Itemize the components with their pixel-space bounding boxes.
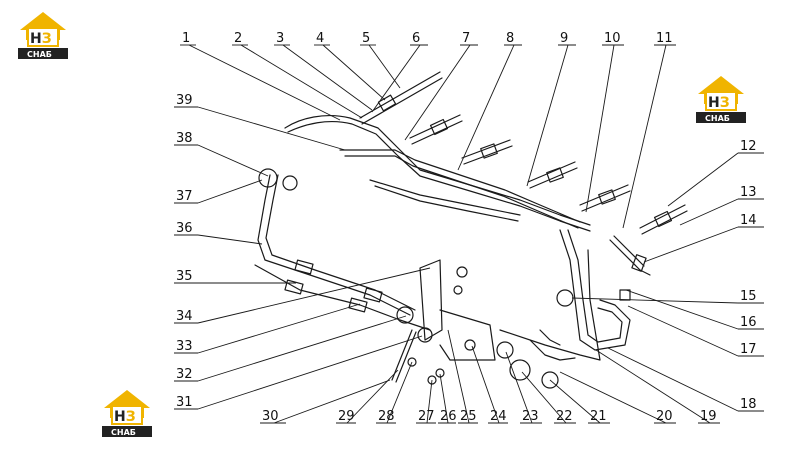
callout-32: 32: [176, 367, 193, 382]
callout-37: 37: [176, 189, 193, 204]
callout-2: 2: [234, 31, 242, 46]
svg-text:СНАБ: СНАБ: [705, 114, 730, 123]
callout-leader-33: [197, 303, 361, 354]
callout-38: 38: [176, 131, 193, 146]
callout-leader-23: [505, 351, 533, 424]
callout-34: 34: [176, 309, 193, 324]
callout-leader-21: [549, 379, 601, 424]
watermark-logo-top-left: НЗ СНАБ: [16, 10, 70, 60]
callout-20: 20: [656, 409, 673, 424]
callout-leader-14: [643, 226, 739, 263]
callout-leader-26: [439, 373, 449, 424]
callout-leader-12: [667, 152, 739, 207]
callout-leader-9: [526, 44, 569, 187]
pipe-assembly-drawing: [254, 71, 688, 389]
svg-text:СНАБ: СНАБ: [111, 428, 136, 437]
callout-22: 22: [556, 409, 573, 424]
callout-leader-39: [197, 106, 346, 151]
callout-8: 8: [506, 31, 514, 46]
callout-leader-1: [188, 44, 341, 121]
callout-leader-29: [346, 369, 399, 424]
callout-7: 7: [462, 31, 470, 46]
callout-19: 19: [700, 409, 717, 424]
callout-leader-5: [368, 44, 401, 89]
callout-leader-28: [386, 361, 413, 424]
callout-1: 1: [182, 31, 190, 46]
callout-4: 4: [316, 31, 324, 46]
callout-leader-22: [521, 371, 567, 424]
callout-leader-11: [622, 44, 667, 229]
callout-leader-20: [559, 371, 667, 424]
callout-14: 14: [740, 213, 757, 228]
callout-28: 28: [378, 409, 395, 424]
callout-26: 26: [440, 409, 457, 424]
watermark-logo-right: НЗ СНАБ: [694, 74, 748, 124]
callout-leader-7: [404, 44, 471, 141]
callout-9: 9: [560, 31, 568, 46]
callout-leader-10: [585, 44, 615, 213]
callout-6: 6: [412, 31, 420, 46]
callout-leader-17: [627, 305, 739, 357]
callout-35: 35: [176, 269, 193, 284]
callout-17: 17: [740, 342, 757, 357]
callout-29: 29: [338, 409, 355, 424]
callout-11: 11: [656, 31, 673, 46]
callout-leader-36: [197, 234, 263, 245]
callout-27: 27: [418, 409, 435, 424]
callout-leader-38: [197, 144, 269, 177]
callout-leader-2: [240, 44, 363, 119]
callout-25: 25: [460, 409, 477, 424]
callout-leader-13: [679, 198, 739, 226]
callout-36: 36: [176, 221, 193, 236]
callout-18: 18: [740, 397, 757, 412]
callout-leader-6: [371, 44, 421, 113]
callout-leader-8: [457, 44, 515, 171]
callout-leader-18: [607, 347, 739, 412]
callout-leader-27: [426, 379, 433, 424]
callout-leader-24: [471, 345, 500, 424]
callout-leader-32: [197, 315, 407, 382]
callout-23: 23: [522, 409, 539, 424]
svg-text:НЗ: НЗ: [114, 409, 136, 425]
callout-15: 15: [740, 289, 757, 304]
callout-leader-4: [322, 44, 386, 101]
callout-3: 3: [276, 31, 284, 46]
watermark-logo-bottom-left: НЗ СНАБ: [100, 388, 154, 438]
svg-text:НЗ: НЗ: [708, 95, 730, 111]
callout-leader-30: [273, 379, 391, 424]
callout-31: 31: [176, 395, 193, 410]
callout-24: 24: [490, 409, 507, 424]
svg-text:СНАБ: СНАБ: [27, 50, 52, 59]
callout-39: 39: [176, 93, 193, 108]
callout-leader-25: [447, 329, 470, 424]
callout-21: 21: [590, 409, 607, 424]
callout-leader-16: [625, 289, 739, 330]
callout-leader-34: [197, 267, 431, 324]
callout-33: 33: [176, 339, 193, 354]
callout-12: 12: [740, 139, 757, 154]
callout-leader-19: [595, 349, 711, 424]
svg-text:НЗ: НЗ: [30, 31, 52, 47]
callout-5: 5: [362, 31, 370, 46]
callout-16: 16: [740, 315, 757, 330]
callout-leaders: [174, 44, 764, 424]
callout-10: 10: [604, 31, 621, 46]
callout-leader-3: [282, 44, 373, 111]
callout-13: 13: [740, 185, 757, 200]
callout-leader-37: [197, 179, 263, 204]
callout-30: 30: [262, 409, 279, 424]
callout-leader-31: [197, 335, 423, 410]
